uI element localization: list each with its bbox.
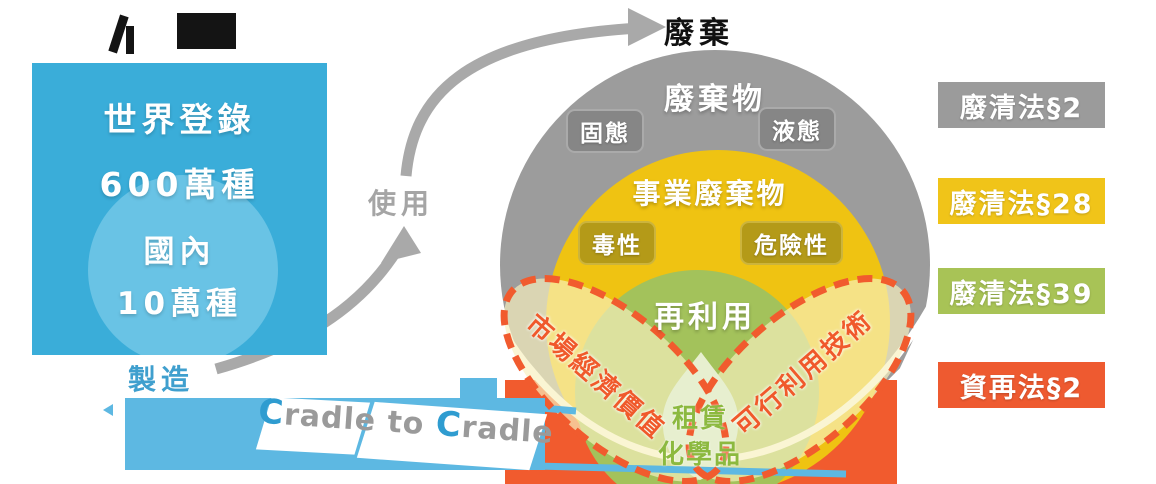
- callout-line-lower: [496, 461, 847, 478]
- reuse-title: 再利用: [654, 300, 756, 335]
- legend-waste-act-s39: 廢清法§39: [938, 268, 1105, 314]
- badge-toxicity: 毒性: [578, 221, 656, 265]
- intersection-label-line2: 化學品: [657, 440, 742, 470]
- right-petal-dashed-border: [685, 275, 915, 484]
- arrowhead-right-icon: [628, 8, 666, 46]
- legend-waste-act-s2: 廢清法§2: [938, 82, 1105, 128]
- domestic-circle: [88, 175, 278, 355]
- left-petal-dashed-border: [500, 275, 730, 484]
- badge-liquid-state: 液態: [758, 107, 836, 151]
- right-petal-fill: [689, 278, 911, 482]
- arrow-arc-use-to-dispose: [400, 22, 641, 177]
- cropped-title-fragment: [177, 13, 236, 49]
- chemical-registry-box: 世界登錄 600萬種 國內 10萬種: [32, 63, 327, 355]
- arrowhead-up-icon: [381, 226, 421, 263]
- legend-resource-act-s2: 資再法§2: [938, 362, 1105, 408]
- world-registry-line1: 世界登錄: [103, 100, 256, 139]
- cradle-c1: C: [256, 391, 286, 434]
- domestic-line2: 10萬種: [116, 286, 243, 322]
- cradle-banner-tail: [103, 404, 113, 416]
- cradle-c2: C: [434, 403, 464, 446]
- intersection-teardrop: [662, 352, 739, 480]
- domestic-line1: 國內: [143, 234, 216, 270]
- world-registry-line2: 600萬種: [99, 165, 260, 204]
- stage-manufacture: 製造: [128, 363, 195, 396]
- badge-hazardous: 危險性: [740, 221, 843, 265]
- stage-dispose: 廢棄: [664, 16, 734, 51]
- stage-use: 使用: [368, 187, 435, 220]
- badge-solid-state: 固態: [566, 109, 644, 153]
- cropped-title-fragment: [126, 26, 134, 54]
- waste-circle-title: 廢棄物: [664, 82, 766, 117]
- cradle-banner-tab: [460, 378, 497, 400]
- industrial-waste-title: 事業廢棄物: [632, 177, 788, 210]
- intersection-label-line1: 租賃: [671, 404, 728, 434]
- legend-waste-act-s28: 廢清法§28: [938, 178, 1105, 224]
